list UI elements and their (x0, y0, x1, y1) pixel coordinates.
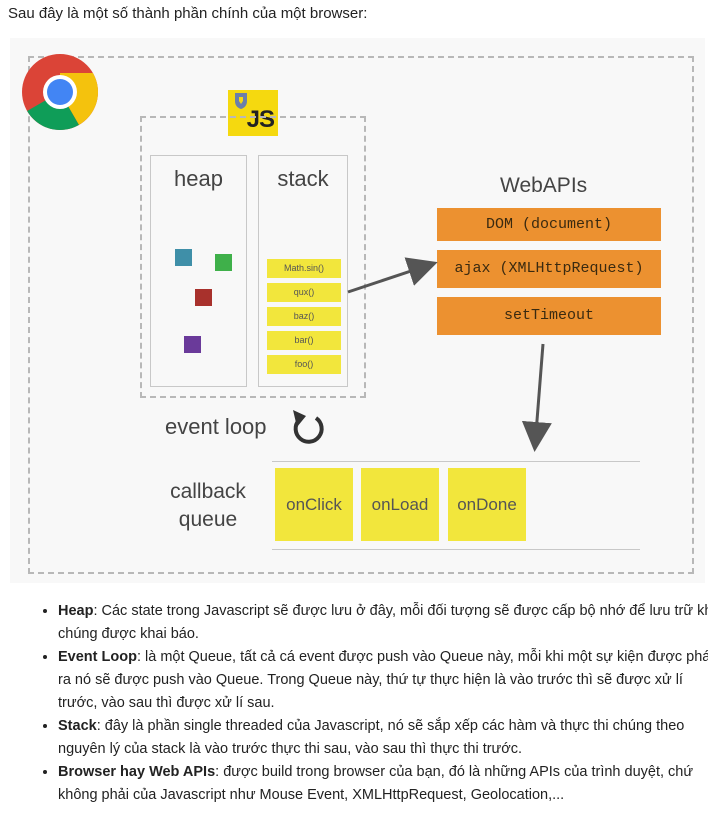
js-logo-text: JS (246, 106, 275, 133)
bullet-text: : là một Queue, tất cả cá event được pus… (58, 649, 708, 711)
intro-text: Sau đây là một số thành phần chính của m… (8, 5, 368, 22)
queue-item-onclick: onClick (275, 468, 353, 541)
bullet-term: Event Loop (58, 649, 137, 665)
stack-panel: stack Math.sin() qux() baz() bar() foo() (258, 155, 348, 387)
event-loop-label: event loop (165, 414, 267, 439)
stack-frame: bar() (267, 331, 341, 350)
stack-title: stack (277, 166, 329, 191)
heap-object (215, 254, 232, 271)
list-item: Event Loop: là một Queue, tất cả cá even… (58, 646, 708, 715)
stack-frame: foo() (267, 355, 341, 374)
heap-title: heap (174, 166, 223, 191)
callback-queue-label-line1: callback (170, 480, 246, 503)
chrome-logo-icon (22, 54, 98, 130)
stack-frame: Math.sin() (267, 259, 341, 278)
list-item: Stack: đây là phần single threaded của J… (58, 715, 708, 761)
webapi-settimeout: setTimeout (437, 297, 661, 335)
bullet-term: Stack (58, 718, 97, 734)
browser-architecture-diagram: JS heap stack Math.sin() qux() baz() bar… (10, 38, 705, 583)
bullet-text: : Các state trong Javascript sẽ được lưu… (58, 603, 708, 642)
queue-top-line (272, 461, 640, 462)
stack-frame: qux() (267, 283, 341, 302)
webapis-title: WebAPIs (500, 174, 588, 197)
webapi-dom: DOM (document) (437, 208, 661, 241)
bullet-term: Heap (58, 603, 94, 619)
js-engine-boundary (140, 116, 366, 398)
queue-item-ondone: onDone (448, 468, 526, 541)
queue-item-onload: onLoad (361, 468, 439, 541)
heap-object (184, 336, 201, 353)
shield-icon (235, 93, 247, 109)
list-item: Browser hay Web APIs: được build trong b… (58, 761, 708, 807)
queue-bottom-line (272, 549, 640, 550)
bullet-text: : đây là phần single threaded của Javasc… (58, 718, 685, 757)
callback-queue-label-line2: queue (178, 508, 238, 531)
javascript-logo: JS (228, 90, 278, 136)
heap-object (175, 249, 192, 266)
bullet-text: : được build trong browser của bạn, đó l… (58, 764, 694, 803)
list-item: Heap: Các state trong Javascript sẽ được… (58, 600, 708, 646)
heap-panel: heap (150, 155, 247, 387)
browser-boundary (28, 56, 694, 574)
callback-queue-label: callback queue (162, 478, 254, 534)
component-list: Heap: Các state trong Javascript sẽ được… (38, 600, 708, 807)
heap-object (195, 289, 212, 306)
stack-frame: baz() (267, 307, 341, 326)
bullet-term: Browser hay Web APIs (58, 764, 216, 780)
webapi-ajax: ajax (XMLHttpRequest) (437, 250, 661, 288)
